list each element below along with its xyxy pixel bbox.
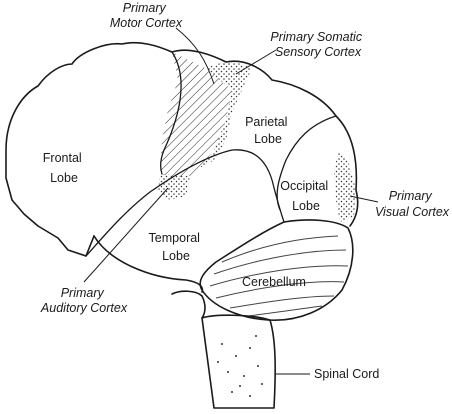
occipital-lobe-label: Occipital Lobe — [280, 179, 331, 213]
parieto-occipital-sulcus — [276, 115, 337, 211]
leader-somatic — [235, 49, 277, 75]
primary-motor-cortex-label: Primary Motor Cortex — [110, 1, 183, 30]
frontal-lobe-label: Frontal Lobe — [43, 151, 85, 185]
somatic-sensory-region — [200, 60, 252, 168]
primary-somatic-sensory-cortex-label: Primary Somatic Sensory Cortex — [270, 30, 365, 59]
primary-visual-cortex-label: Primary Visual Cortex — [375, 189, 450, 219]
visual-cortex-region — [334, 152, 356, 222]
leader-motor — [175, 27, 215, 85]
spinal-cord-outline — [201, 314, 276, 409]
leader-visual — [349, 195, 379, 203]
spinal-cord-label: Spinal Cord — [314, 367, 379, 381]
temporal-lobe-edge — [93, 235, 204, 293]
primary-auditory-cortex-label: Primary Auditory Cortex — [40, 286, 128, 315]
brainstem — [171, 290, 206, 319]
central-sulcus — [160, 51, 182, 175]
lateral-sulcus — [85, 149, 285, 257]
cerebellum-folia — [209, 235, 349, 317]
temporal-lobe-label: Temporal Lobe — [149, 231, 204, 263]
auditory-cortex-region — [158, 174, 190, 200]
leader-auditory — [83, 187, 169, 283]
cerebellum-label: Cerebellum — [242, 275, 306, 289]
cerebrum-outline — [5, 41, 359, 257]
cerebellum-outline — [199, 219, 354, 321]
spinal-cord-dots — [217, 335, 263, 397]
parietal-lobe-label: Parietal Lobe — [245, 115, 291, 146]
